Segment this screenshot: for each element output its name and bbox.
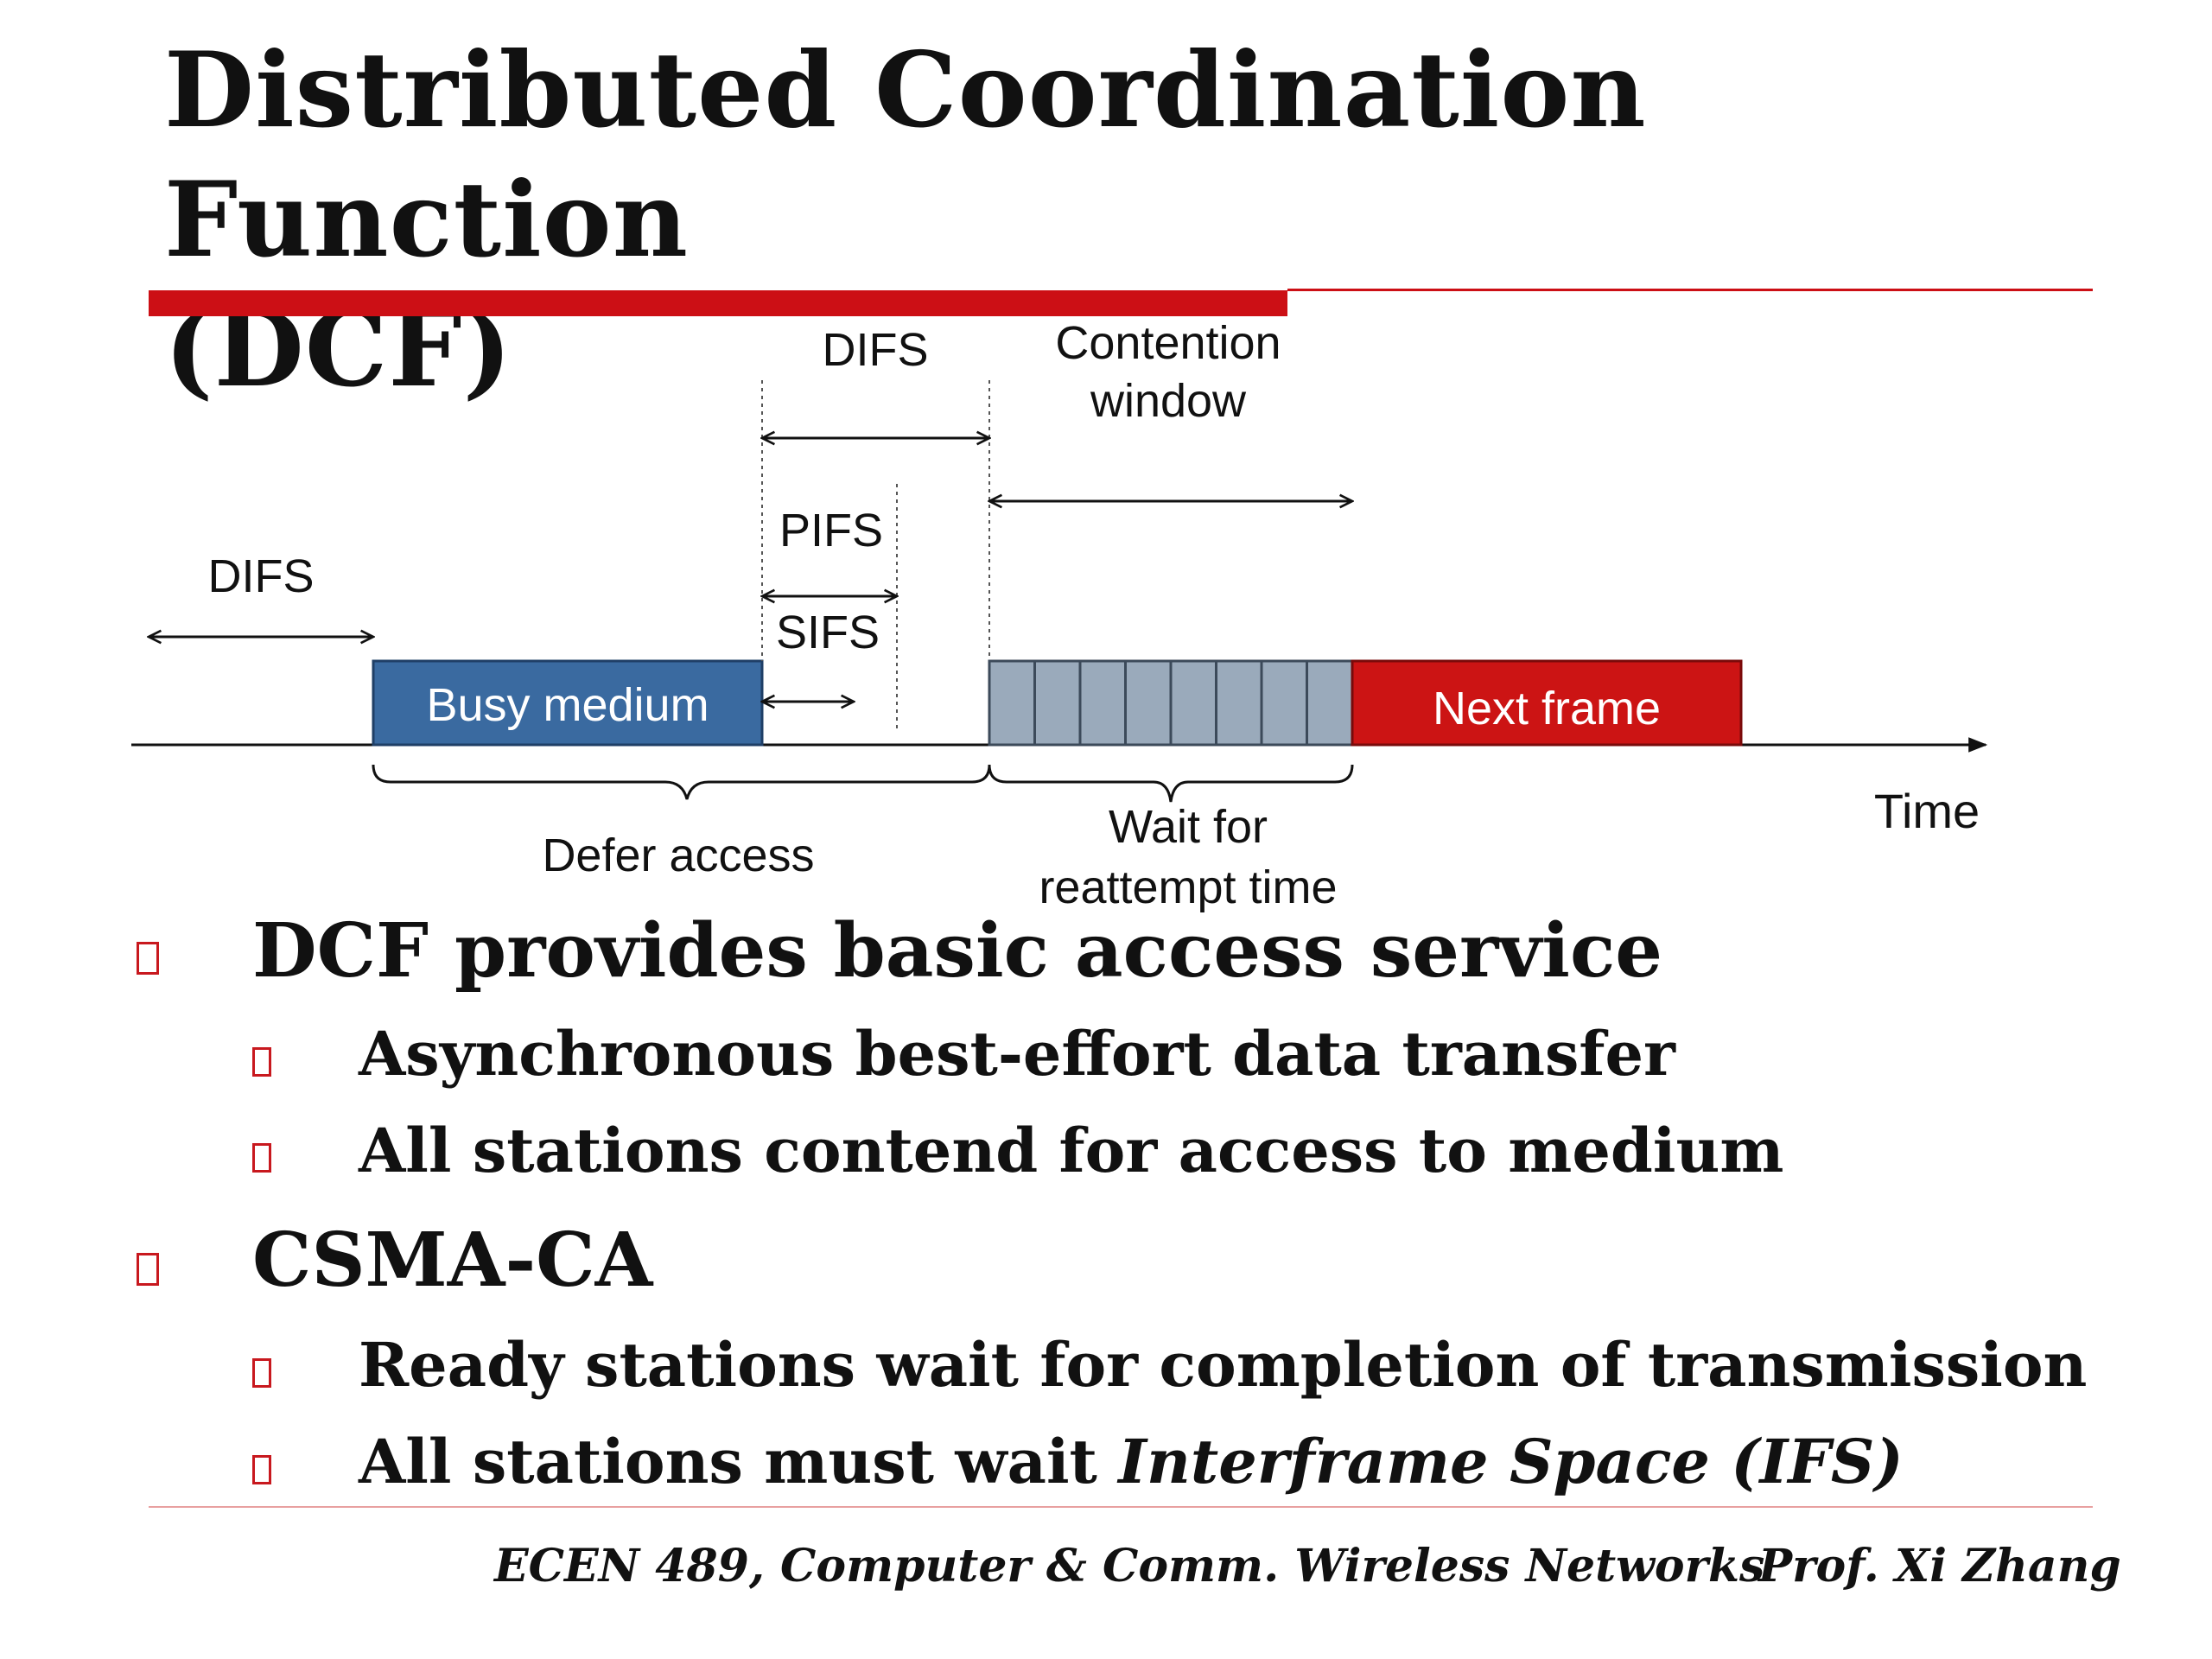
- contention-slot: [988, 659, 1036, 747]
- contention-slot: [1078, 659, 1127, 747]
- wait-reattempt-label-line1: Wait for: [1109, 801, 1268, 853]
- slide-title: Distributed Coordination Function (DCF): [164, 26, 2134, 415]
- wait-reattempt-label-line2: reattempt time: [1039, 861, 1337, 913]
- sub-bullet-item: All stations contend for access to mediu…: [359, 1115, 1784, 1186]
- contention-label-line1: Contention: [1055, 317, 1281, 369]
- difs-left-label: DIFS: [207, 550, 314, 602]
- contention-slot: [1124, 659, 1173, 747]
- footer-course: ECEN 489, Computer & Comm. Wireless Netw…: [494, 1540, 1765, 1592]
- time-label: Time: [1874, 784, 1980, 838]
- sub-bullet-marker: [252, 1455, 271, 1484]
- bullet-item: DCF provides basic access service: [252, 907, 1663, 995]
- busy-medium-label: Busy medium: [426, 679, 709, 731]
- contention-slot: [1033, 659, 1082, 747]
- bullet-item: CSMA-CA: [252, 1217, 653, 1304]
- contention-label-line2: window: [1090, 375, 1247, 427]
- pifs-label: PIFS: [779, 505, 883, 556]
- next-frame-label: Next frame: [1433, 683, 1661, 734]
- wait-reattempt-brace: [988, 764, 1354, 803]
- footer-author: Prof. Xi Zhang: [1758, 1540, 2121, 1592]
- sub-bullet-item: Ready stations wait for completion of tr…: [359, 1329, 2088, 1401]
- bullet-marker: [137, 942, 159, 975]
- difs-top-label: DIFS: [822, 324, 928, 376]
- contention-slot: [1306, 659, 1354, 747]
- dcf-timing-diagram: Time DIFS Busy medium DIFS PIFS SIFS Con…: [131, 289, 2093, 913]
- next-frame-block: [1351, 659, 1743, 747]
- sub-bullet-prefix: All stations must wait: [359, 1426, 1119, 1497]
- bullet-marker: [137, 1253, 159, 1286]
- sifs-label: SIFS: [776, 607, 880, 658]
- busy-medium-block: [372, 659, 764, 747]
- sub-bullet-item: Asynchronous best-effort data transfer: [359, 1018, 1675, 1090]
- title-accent-bar-thick: [149, 290, 1287, 316]
- defer-access-label: Defer access: [542, 830, 814, 881]
- footer-divider: [149, 1506, 2093, 1508]
- title-accent-bar-thin: [1287, 289, 2093, 291]
- contention-slot: [1260, 659, 1308, 747]
- contention-slot: [1215, 659, 1263, 747]
- defer-access-brace: [372, 764, 991, 800]
- contention-slots: [988, 659, 1354, 747]
- sub-bullet-marker: [252, 1143, 271, 1173]
- contention-slot: [1169, 659, 1217, 747]
- title-line-1: Distributed Coordination Function: [164, 29, 1647, 281]
- sub-bullet-marker: [252, 1047, 271, 1077]
- sub-bullet-italic: Interframe Space (IFS): [1118, 1426, 1904, 1497]
- sub-bullet-marker: [252, 1358, 271, 1388]
- sub-bullet-item: All stations must wait Interframe Space …: [359, 1426, 1904, 1497]
